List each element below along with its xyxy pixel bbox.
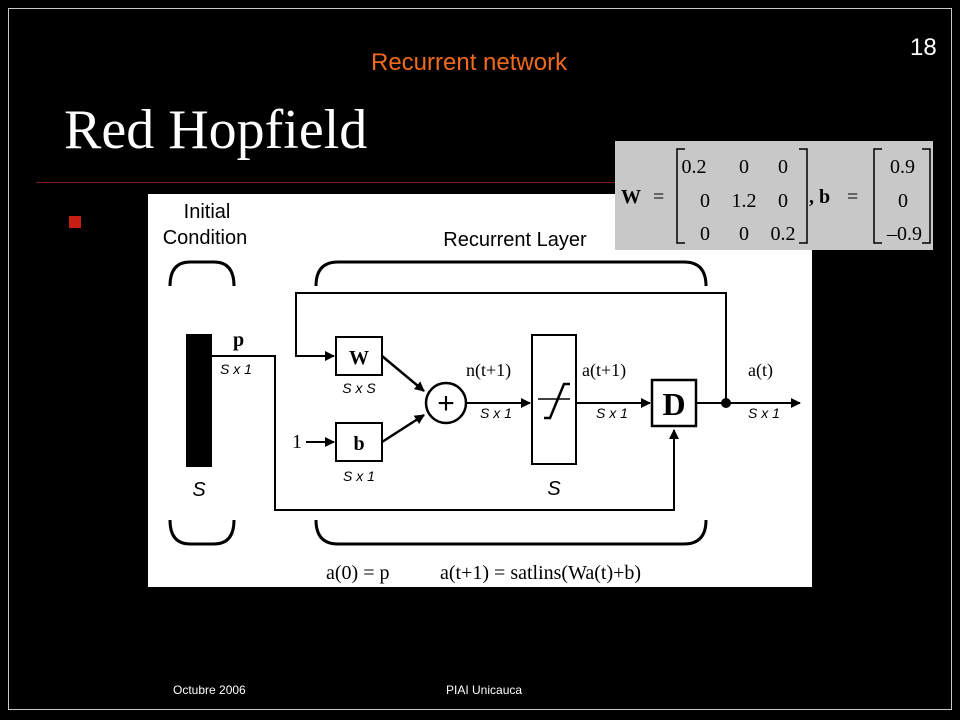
w-cell-r3c3: 0.2 bbox=[771, 223, 796, 245]
delay-block-label: D bbox=[662, 386, 685, 422]
footer-date: Octubre 2006 bbox=[173, 683, 246, 697]
bias-block-label: b bbox=[353, 433, 364, 455]
w-cell-r1c3: 0 bbox=[778, 156, 788, 178]
recurrent-bottom-bracket bbox=[314, 519, 708, 546]
w-cell-r1c2: 0 bbox=[739, 156, 749, 178]
net-input-label: n(t+1) bbox=[466, 360, 511, 381]
input-block-label: S bbox=[192, 479, 206, 501]
bullet-marker bbox=[69, 216, 81, 228]
initial-equation: a(0) = p bbox=[326, 562, 389, 584]
b-vector-label: , b bbox=[809, 186, 830, 208]
w-cell-r2c1: 0 bbox=[700, 190, 710, 212]
b-cell-r3: –0.9 bbox=[886, 223, 922, 245]
recurrent-top-bracket bbox=[314, 260, 708, 287]
transfer-dim-label: S bbox=[547, 478, 561, 500]
w-cell-r2c2: 1.2 bbox=[732, 190, 757, 212]
matrix-definition-box: W = 0.2 0 0 0 1.2 0 0 0 0.2 , b = 0.9 0 … bbox=[615, 141, 933, 250]
initial-condition-label-1: Initial bbox=[184, 201, 231, 223]
w-matrix-label: W bbox=[621, 186, 641, 208]
output-next-dim-label: S x 1 bbox=[596, 405, 628, 421]
weight-block bbox=[335, 336, 383, 376]
b-right-bracket bbox=[922, 148, 931, 244]
w-cell-r1c1: 0.2 bbox=[682, 156, 707, 178]
output-label: a(t) bbox=[748, 360, 773, 381]
satlins-icon bbox=[544, 382, 570, 420]
output-dim-label: S x 1 bbox=[748, 405, 780, 421]
hopfield-diagram-svg: Initial Condition Recurrent Layer S p S … bbox=[163, 201, 801, 584]
w-cell-r2c3: 0 bbox=[778, 190, 788, 212]
sum-symbol: + bbox=[437, 387, 455, 420]
page-number: 18 bbox=[910, 34, 937, 61]
delay-block bbox=[650, 378, 698, 428]
hopfield-diagram: Initial Condition Recurrent Layer S p S … bbox=[148, 194, 812, 587]
slide-frame bbox=[8, 8, 952, 710]
w-cell-r3c2: 0 bbox=[739, 223, 749, 245]
weight-to-sum-wire bbox=[381, 355, 425, 392]
bias-to-sum-wire bbox=[381, 413, 425, 444]
w-equals: = bbox=[653, 186, 664, 208]
input-p-label: p bbox=[233, 329, 244, 351]
w-cell-r3c1: 0 bbox=[700, 223, 710, 245]
net-dim-label: S x 1 bbox=[480, 405, 512, 421]
slide-title: Red Hopfield bbox=[64, 99, 368, 161]
weight-dim-label: S x S bbox=[342, 380, 376, 396]
b-left-bracket bbox=[873, 148, 882, 244]
feedback-wire bbox=[295, 292, 727, 405]
initial-condition-label-2: Condition bbox=[163, 227, 248, 249]
output-branch-dot bbox=[721, 398, 731, 408]
b-cell-r1: 0.9 bbox=[890, 156, 915, 178]
matrix-svg: W = 0.2 0 0 0 1.2 0 0 0 0.2 , b = 0.9 0 … bbox=[621, 148, 931, 245]
recurrence-equation: a(t+1) = satlins(Wa(t)+b) bbox=[440, 562, 641, 584]
bias-input-label: 1 bbox=[292, 431, 302, 453]
recurrent-layer-label: Recurrent Layer bbox=[443, 229, 587, 251]
bias-dim-label: S x 1 bbox=[343, 468, 375, 484]
title-divider bbox=[36, 182, 622, 183]
output-next-label: a(t+1) bbox=[582, 360, 626, 381]
input-block bbox=[186, 334, 212, 467]
b-cell-r2: 0 bbox=[898, 190, 908, 212]
initial-bottom-bracket bbox=[168, 519, 236, 546]
footer-institution: PIAI Unicauca bbox=[446, 683, 523, 697]
w-left-bracket bbox=[676, 148, 685, 244]
w-right-bracket bbox=[799, 148, 808, 244]
slide-subtitle: Recurrent network bbox=[371, 49, 568, 76]
b-equals: = bbox=[847, 186, 858, 208]
initial-top-bracket bbox=[168, 260, 236, 287]
weight-block-label: W bbox=[349, 347, 369, 369]
input-dim-label: S x 1 bbox=[220, 361, 252, 377]
initial-condition-wire bbox=[212, 355, 679, 511]
